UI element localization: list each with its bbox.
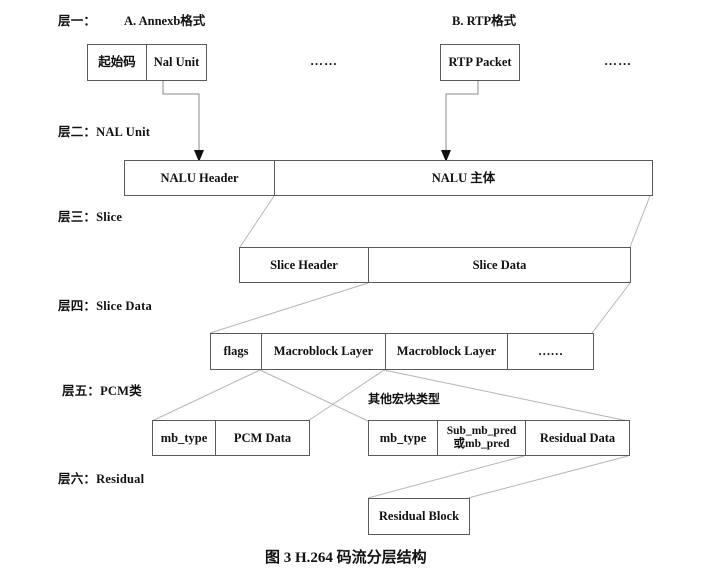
- ellipsis-annexb: ……: [310, 53, 338, 68]
- residual-row: Residual Block: [368, 498, 470, 535]
- slice-data-row: flags Macroblock Layer Macroblock Layer …: [210, 333, 594, 370]
- layer-label-4: 层四：Slice Data: [58, 299, 152, 313]
- slice-row: Slice Header Slice Data: [239, 247, 631, 283]
- layer-label-1: 层一：: [58, 14, 97, 28]
- cell-pcm-data[interactable]: PCM Data: [215, 421, 309, 455]
- section-title-annexb: A. Annexb格式: [124, 14, 206, 28]
- annexb-packet-row: 起始码 Nal Unit: [87, 44, 207, 81]
- cell-flags[interactable]: flags: [223, 344, 249, 359]
- connector-mb2-to-othermb: [307, 369, 629, 422]
- connector-rtppacket-to-nalubody: [441, 81, 479, 162]
- cell-other-mb-type[interactable]: mb_type: [379, 430, 427, 445]
- note-other-macroblock-types: 其他宏块类型: [368, 392, 441, 406]
- layer-label-2: 层二：NAL Unit: [58, 125, 151, 139]
- connector-slicedata-to-slicedata-row: [209, 282, 631, 334]
- cell-nalu-body[interactable]: NALU 主体: [274, 161, 652, 195]
- pcm-macroblock-row: mb_type PCM Data: [152, 420, 310, 456]
- cell-residual-block[interactable]: Residual Block: [378, 509, 460, 524]
- cell-macroblock-layer-1[interactable]: Macroblock Layer: [261, 334, 385, 369]
- cell-macroblock-ellipsis: ……: [507, 334, 593, 369]
- other-macroblock-row: mb_type Sub_mb_pred 或mb_pred Residual Da…: [368, 420, 630, 456]
- cell-pcm-mb-type[interactable]: mb_type: [160, 430, 208, 445]
- cell-nalu-header[interactable]: NALU Header: [160, 170, 239, 185]
- cell-residual-data[interactable]: Residual Data: [525, 421, 629, 455]
- cell-slice-data[interactable]: Slice Data: [368, 248, 630, 282]
- cell-sub-mb-pred[interactable]: Sub_mb_pred 或mb_pred: [437, 421, 525, 455]
- connector-mb1-to-pcm: [151, 369, 369, 422]
- layer-label-5: 层五：PCM类: [62, 384, 142, 398]
- cell-start-code[interactable]: 起始码: [98, 55, 136, 70]
- connector-nalunit-to-naluheader: [162, 81, 204, 162]
- connector-residualdata-to-residualblock: [367, 455, 629, 499]
- connector-nalubody-to-slice: [239, 195, 651, 248]
- cell-rtp-packet[interactable]: RTP Packet: [448, 55, 512, 70]
- layer-label-3: 层三：Slice: [58, 210, 123, 224]
- cell-macroblock-layer-2[interactable]: Macroblock Layer: [385, 334, 507, 369]
- rtp-packet-row: RTP Packet: [440, 44, 520, 81]
- section-title-rtp: B. RTP格式: [452, 14, 517, 28]
- ellipsis-rtp: ……: [604, 53, 632, 68]
- cell-nal-unit[interactable]: Nal Unit: [146, 45, 206, 80]
- figure-caption: 图 3 H.264 码流分层结构: [265, 550, 427, 566]
- nalu-row: NALU Header NALU 主体: [124, 160, 653, 196]
- layer-label-6: 层六：Residual: [58, 472, 145, 486]
- cell-slice-header[interactable]: Slice Header: [270, 257, 338, 272]
